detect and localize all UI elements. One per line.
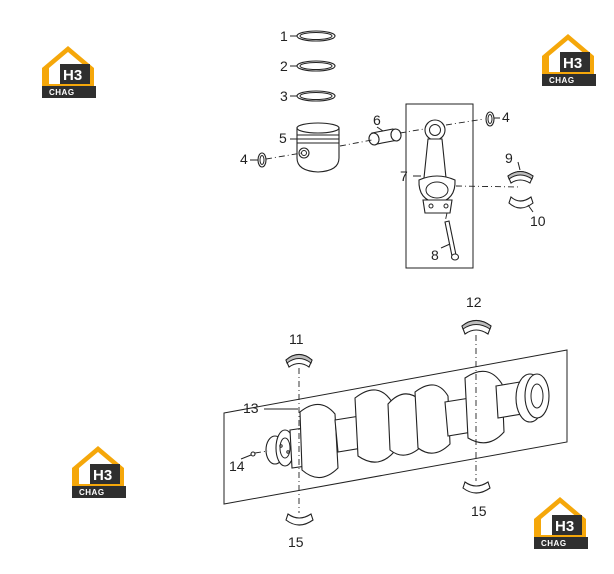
svg-text:H3: H3	[93, 467, 112, 484]
callout-7: 7	[400, 168, 408, 184]
piston-ring-3	[296, 90, 336, 102]
callout-1: 1	[280, 28, 288, 44]
svg-text:CHAG: CHAG	[79, 488, 105, 497]
svg-text:CHAG: CHAG	[49, 88, 75, 97]
svg-text:H3: H3	[555, 518, 574, 535]
piston	[296, 122, 340, 173]
crankshaft	[265, 370, 550, 479]
callout-11: 11	[289, 331, 304, 347]
piston-ring-2	[296, 60, 336, 72]
callout-15-left: 15	[288, 534, 304, 550]
callout-4-left: 4	[240, 151, 248, 167]
main-bearing-upper-12	[461, 319, 492, 335]
piston-ring-1	[296, 30, 336, 42]
leader-lines	[240, 35, 534, 460]
crankshaft-frame	[223, 349, 568, 505]
main-bearing-upper-11	[285, 353, 313, 368]
svg-text:H3: H3	[63, 67, 82, 84]
crank-key	[250, 451, 256, 457]
callout-5: 5	[279, 130, 287, 146]
callout-2: 2	[280, 58, 288, 74]
logo-bottom-left: H3 CHAG	[72, 446, 126, 498]
svg-text:H3: H3	[563, 55, 582, 72]
circlip-right	[485, 111, 495, 127]
logo-top-left: H3 CHAG	[42, 46, 96, 98]
callout-6: 6	[373, 112, 381, 128]
svg-text:CHAG: CHAG	[541, 539, 567, 548]
circlip-left	[257, 152, 267, 168]
main-bearing-lower-15-left	[285, 513, 314, 526]
callout-8: 8	[431, 247, 439, 263]
logo-top-right: H3 CHAG	[542, 34, 596, 86]
callout-4-right: 4	[502, 109, 510, 125]
rod-bolt	[444, 220, 460, 261]
logo-bottom-right: H3 CHAG	[534, 497, 588, 549]
svg-text:CHAG: CHAG	[549, 76, 575, 85]
main-bearing-lower-15-right	[462, 481, 491, 494]
rod-bearing-upper	[507, 170, 534, 184]
callout-9: 9	[505, 150, 513, 166]
callout-10: 10	[530, 213, 546, 229]
rod-bearing-lower	[508, 196, 534, 209]
callout-3: 3	[280, 88, 288, 104]
callout-15-right: 15	[471, 503, 487, 519]
connecting-rod	[418, 119, 456, 214]
callout-13: 13	[243, 400, 259, 416]
callout-14: 14	[229, 458, 245, 474]
piston-pin	[368, 128, 402, 146]
callout-12: 12	[466, 294, 482, 310]
